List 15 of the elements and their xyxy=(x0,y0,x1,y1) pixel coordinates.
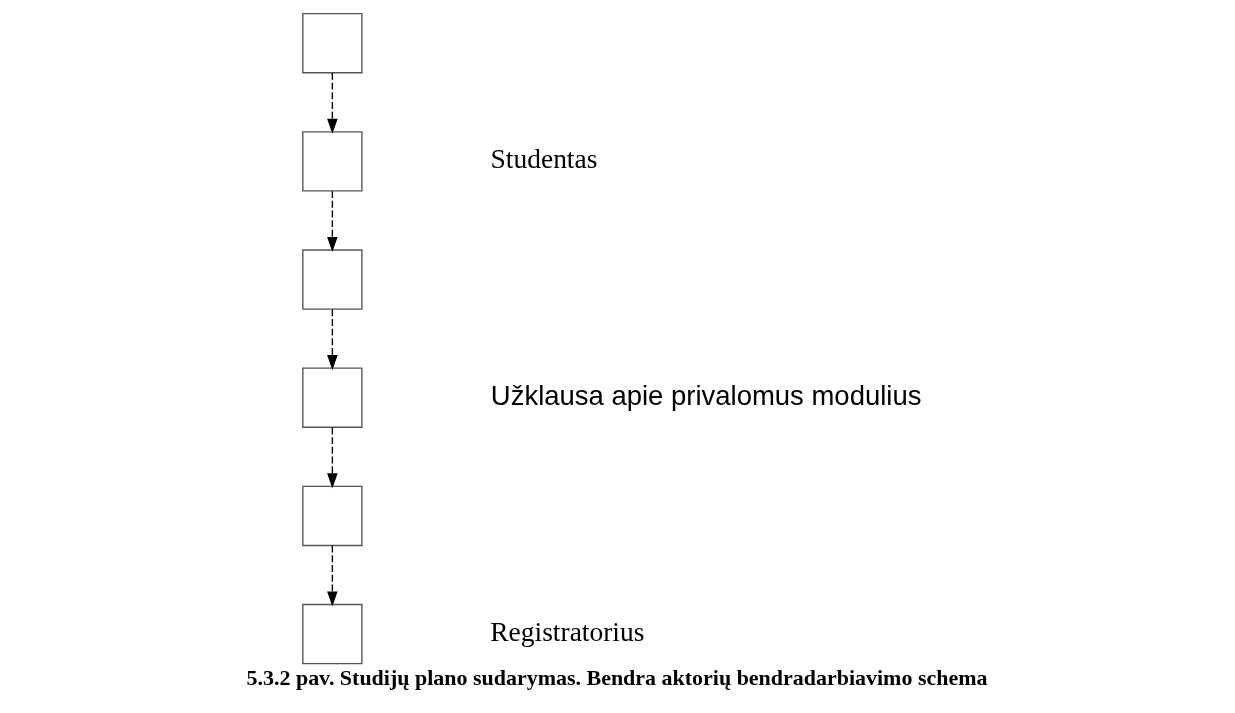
node-box xyxy=(302,12,363,74)
node-box xyxy=(302,485,363,547)
arrow xyxy=(327,72,338,134)
arrow xyxy=(327,190,338,253)
label: Užklausa apie privalomus modulius xyxy=(490,379,922,411)
node-box xyxy=(302,367,363,428)
arrow xyxy=(327,308,338,371)
label: Studentas xyxy=(490,144,598,175)
caption: 5.3.2 pav. Studijų plano sudarymas. Bendra aktorių bendradarbiavimo schema xyxy=(246,665,988,691)
arrow xyxy=(327,545,338,607)
node-box xyxy=(302,249,363,310)
label: Registratorius xyxy=(490,616,645,647)
node-box xyxy=(302,603,363,665)
arrow xyxy=(327,426,338,489)
node-box xyxy=(302,131,363,192)
